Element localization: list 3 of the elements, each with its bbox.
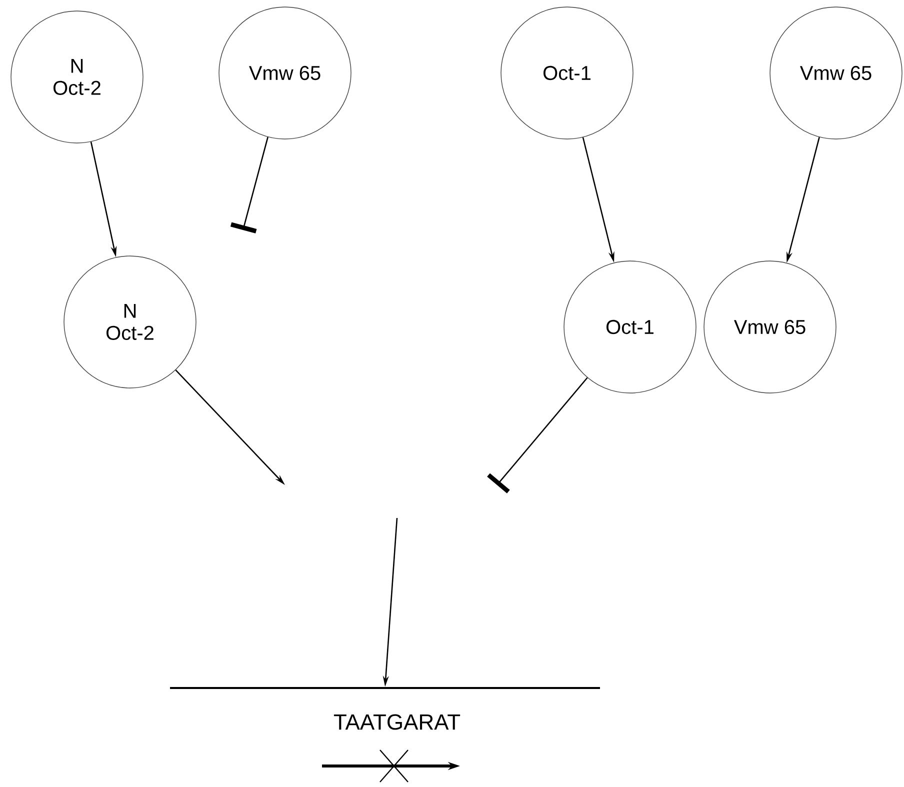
dna-line: [170, 687, 600, 689]
inhibition-arrow: [487, 377, 588, 494]
sequence-label: TAATGARAT: [334, 714, 460, 730]
